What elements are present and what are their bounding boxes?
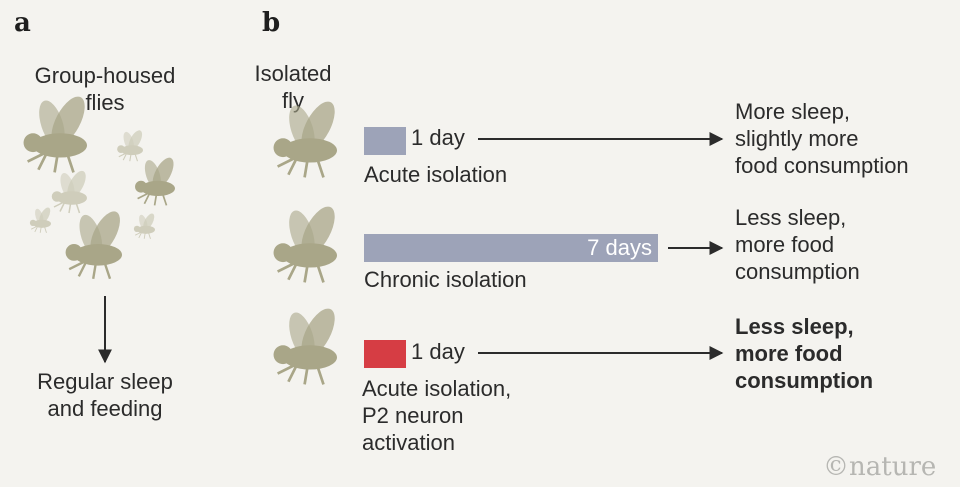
condition-line: activation — [362, 430, 455, 455]
acute-isolation-outcome: More sleep, slightly more food consumpti… — [735, 98, 909, 179]
p2-activation-duration: 1 day — [411, 339, 465, 364]
regular-sleep-label-line2: and feeding — [47, 396, 163, 421]
fly-icon — [133, 211, 157, 240]
isolated-fly-label-line1: Isolated — [254, 61, 332, 86]
p2-activation-bar — [364, 340, 406, 368]
fly-icon — [64, 205, 128, 280]
chronic-isolation-duration: 7 days — [587, 235, 652, 260]
outcome-line: slightly more — [735, 126, 859, 151]
group-housed-label-line2: flies — [85, 90, 125, 115]
group-housed-label: Group-housed flies — [10, 62, 200, 116]
fly-icon — [116, 127, 146, 162]
fly-icon — [51, 167, 91, 214]
acute-isolation-duration: 1 day — [411, 125, 465, 150]
p2-activation-condition: Acute isolation, P2 neuron activation — [362, 375, 511, 456]
fly-icon — [22, 90, 93, 174]
fly-icon — [272, 302, 343, 386]
acute-isolation-bar — [364, 127, 406, 155]
regular-sleep-label: Regular sleep and feeding — [10, 368, 200, 422]
chronic-isolation-bar: 7 days — [364, 234, 658, 262]
condition-line: P2 neuron — [362, 403, 464, 428]
fly-icon — [272, 200, 343, 284]
condition-line: Acute isolation, — [362, 376, 512, 401]
chronic-isolation-condition: Chronic isolation — [364, 267, 527, 292]
panel-a-letter: a — [14, 8, 31, 38]
chronic-isolation-outcome: Less sleep, more food consumption — [735, 204, 860, 285]
p2-activation-outcome: Less sleep, more food consumption — [735, 313, 873, 394]
acute-isolation-condition: Acute isolation — [364, 162, 508, 187]
fly-icon — [272, 95, 343, 179]
nature-credit: ©nature — [823, 452, 937, 482]
group-housed-label-line1: Group-housed — [34, 63, 176, 88]
fly-icon — [29, 205, 53, 234]
outcome-line: Less sleep, — [735, 205, 847, 230]
outcome-line: More sleep, — [735, 99, 850, 124]
outcome-line: more food — [735, 341, 843, 366]
outcome-line: consumption — [735, 259, 860, 284]
panel-b-letter: b — [262, 8, 281, 38]
fly-icon — [134, 153, 179, 207]
outcome-line: food consumption — [735, 153, 909, 178]
regular-sleep-label-line1: Regular sleep — [37, 369, 173, 394]
outcome-line: more food — [735, 232, 835, 257]
outcome-line: consumption — [735, 368, 874, 393]
outcome-line: Less sleep, — [735, 314, 854, 339]
isolated-fly-label: Isolated fly — [250, 60, 336, 114]
